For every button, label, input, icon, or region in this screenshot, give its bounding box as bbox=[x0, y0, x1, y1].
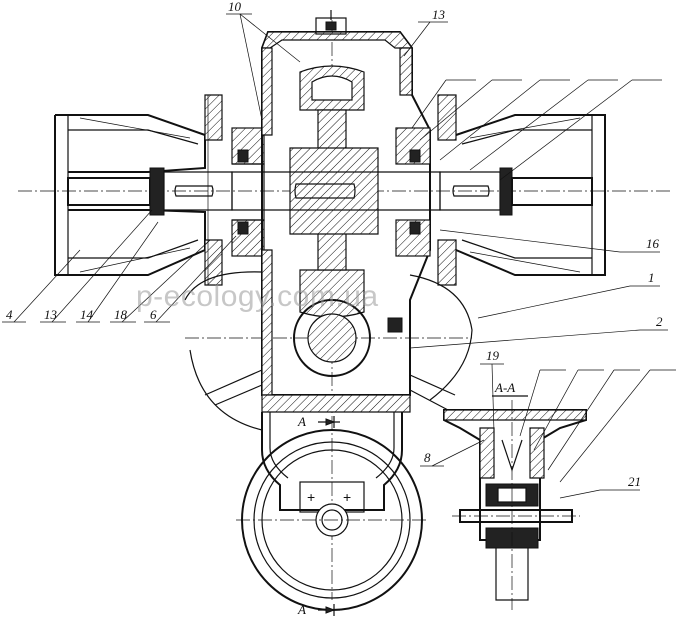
label-21: 21 bbox=[628, 474, 641, 489]
center-key bbox=[294, 183, 356, 199]
right-bearing bbox=[395, 127, 431, 257]
label-8: 8 bbox=[424, 450, 431, 465]
label-1: 1 bbox=[648, 270, 655, 285]
cut-mark-bottom: A bbox=[297, 602, 306, 617]
label-6: 6 bbox=[150, 307, 157, 322]
section-title: A-A bbox=[494, 380, 515, 395]
leader-lines bbox=[2, 13, 676, 499]
label-10: 10 bbox=[228, 0, 242, 14]
section-cut-marks: A A bbox=[297, 414, 340, 617]
left-shaft-stub bbox=[67, 177, 151, 206]
section-a-a-detail: A-A bbox=[443, 380, 587, 610]
gearbox-housing bbox=[261, 10, 431, 413]
left-bearing bbox=[231, 127, 265, 257]
fork-and-wheel: + + bbox=[236, 412, 428, 611]
right-key bbox=[452, 185, 490, 197]
label-13-left: 13 bbox=[44, 307, 58, 322]
label-14: 14 bbox=[80, 307, 94, 322]
label-16: 16 bbox=[646, 236, 660, 251]
label-19: 19 bbox=[486, 348, 500, 363]
label-2: 2 bbox=[656, 314, 663, 329]
left-key bbox=[174, 185, 214, 197]
left-pulley bbox=[54, 94, 223, 286]
label-18: 18 bbox=[114, 307, 128, 322]
label-4: 4 bbox=[6, 307, 13, 322]
watermark: p-ecology.com.ua bbox=[136, 280, 379, 313]
right-shaft-stub bbox=[511, 177, 593, 206]
right-pulley bbox=[437, 94, 606, 286]
right-nut bbox=[499, 167, 513, 216]
left-nut bbox=[149, 167, 165, 216]
cut-mark-top: A bbox=[297, 414, 306, 429]
worm-shaft-housing bbox=[184, 271, 473, 431]
svg-text:+: + bbox=[343, 489, 351, 505]
label-13-top: 13 bbox=[432, 7, 446, 22]
svg-text:+: + bbox=[307, 489, 315, 505]
